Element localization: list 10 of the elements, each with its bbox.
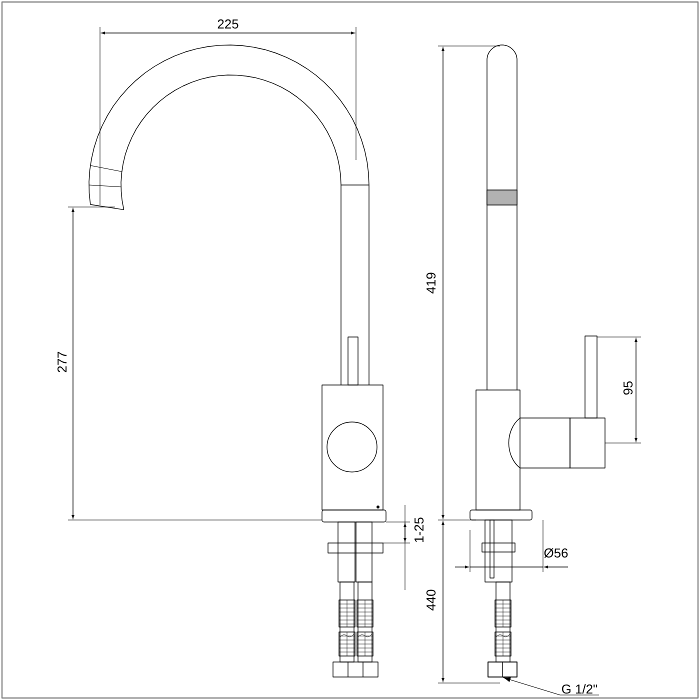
dimension-label: Ø56 [544,548,568,558]
dimension-label: 277 [57,352,67,372]
dimension-label: 1-25 [414,518,424,542]
hex-nut-drawing [488,662,518,678]
dimension-label: 440 [426,590,436,611]
dimension-label: 419 [426,272,436,294]
dimension-label: 95 [623,381,633,395]
callout-label: G 1/2" [562,684,598,694]
leader-line [504,677,600,696]
dimension-label: 225 [218,19,238,29]
